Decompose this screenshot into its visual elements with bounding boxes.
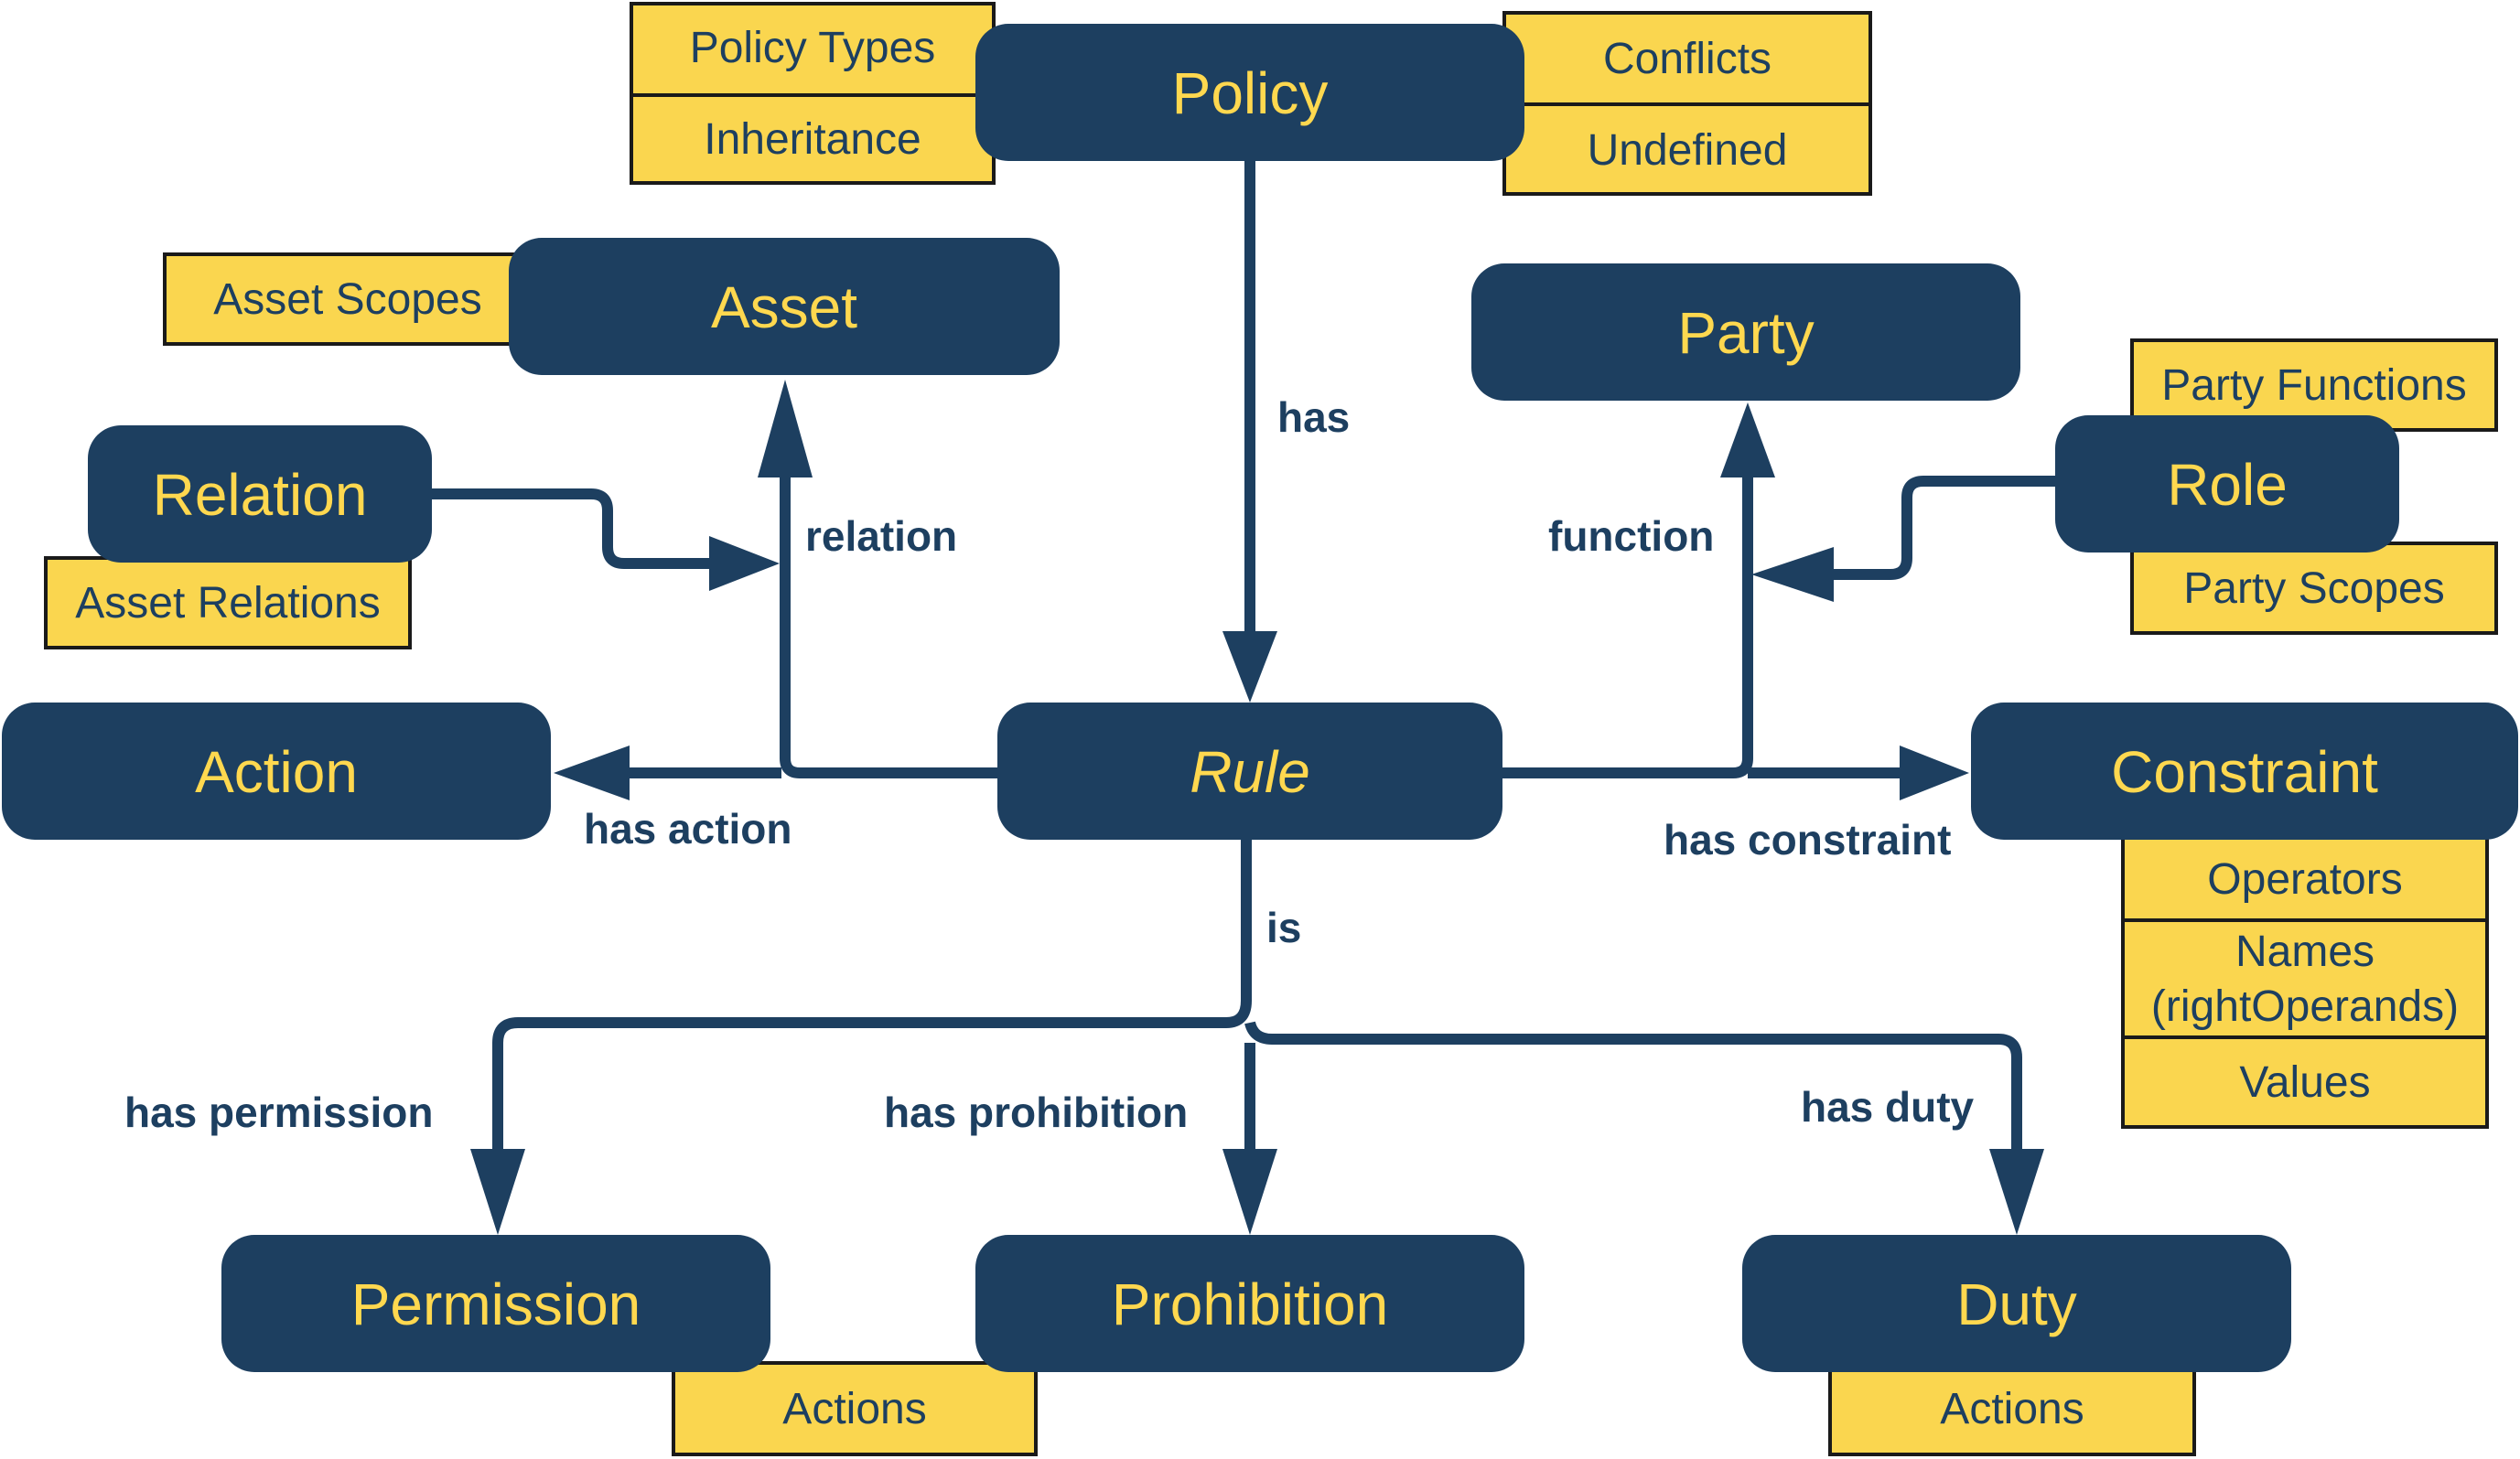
- edge-role-to-function-edge: [1830, 476, 2057, 580]
- node-action-label: Action: [195, 739, 358, 805]
- tag-values-box: [2121, 1035, 2489, 1129]
- node-permission-label: Permission: [351, 1271, 641, 1337]
- edge-label-is: is: [1266, 904, 1301, 951]
- edge-label-has-permission: has permission: [124, 1089, 433, 1136]
- tag-asset-relations: Asset Relations: [75, 579, 381, 628]
- edge-label-has: has: [1277, 393, 1350, 441]
- edge-label-has-constraint: has constraint: [1664, 816, 1951, 864]
- edge-label-function: function: [1548, 512, 1714, 560]
- tag-conflicts: Conflicts: [1603, 35, 1772, 83]
- tag-duty-actions-box: [1828, 1361, 2196, 1456]
- node-prohibition[interactable]: Prohibition: [975, 1235, 1524, 1372]
- node-duty-label: Duty: [1956, 1271, 2077, 1337]
- arrow-head-prohibition: [1222, 1149, 1277, 1235]
- node-asset[interactable]: Asset: [509, 238, 1060, 375]
- edge-label-relation: relation: [805, 512, 957, 560]
- node-duty[interactable]: Duty: [1742, 1235, 2291, 1372]
- tag-party-functions-box: [2130, 338, 2498, 432]
- node-permission[interactable]: Permission: [221, 1235, 770, 1372]
- tag-asset-scopes: Asset Scopes: [213, 275, 481, 324]
- tag-values: Values: [2239, 1058, 2370, 1107]
- tag-operators: Operators: [2207, 855, 2402, 904]
- edge-branch-permission: [492, 1017, 1226, 1153]
- edge-label-has-duty: has duty: [1801, 1083, 1975, 1131]
- node-policy[interactable]: Policy: [975, 24, 1524, 161]
- node-prohibition-label: Prohibition: [1112, 1271, 1388, 1337]
- node-rule[interactable]: Rule: [997, 703, 1502, 840]
- edge-rule-function-party: [1501, 471, 1753, 778]
- tag-names-line1: Names: [2235, 928, 2375, 976]
- edges: [430, 161, 2057, 1235]
- arrow-head-action: [554, 746, 630, 800]
- arrow-head-relation-edge: [709, 536, 780, 591]
- tag-policy-types: Policy Types: [690, 24, 936, 72]
- node-relation-label: Relation: [153, 462, 368, 528]
- tag-permission-actions-box: [672, 1361, 1038, 1456]
- tag-undefined-box: [1502, 102, 1872, 196]
- node-party-label: Party: [1677, 300, 1814, 366]
- tag-asset-relations-box: [44, 556, 412, 649]
- tag-inheritance: Inheritance: [704, 115, 921, 164]
- arrow-head-permission: [470, 1149, 525, 1235]
- tag-inheritance-box: [630, 93, 996, 185]
- edge-rule-relation-asset: [780, 471, 999, 778]
- node-rule-label: Rule: [1190, 739, 1310, 805]
- tag-asset-scopes-box: [163, 252, 533, 346]
- edge-relation-to-relation-edge: [430, 488, 714, 569]
- node-relation[interactable]: Relation: [88, 425, 432, 563]
- arrow-head-duty: [1989, 1149, 2044, 1235]
- node-constraint-label: Constraint: [2111, 739, 2378, 805]
- edge-branch-duty: [1244, 1021, 2022, 1153]
- edge-labels: has relation function has action has con…: [124, 393, 1975, 1136]
- tag-party-scopes: Party Scopes: [2183, 564, 2444, 613]
- node-policy-label: Policy: [1172, 60, 1329, 126]
- arrow-head-rule-from-policy: [1222, 631, 1277, 703]
- tag-names-line2: (rightOperands): [2151, 982, 2459, 1031]
- arrow-head-function-edge: [1751, 547, 1834, 602]
- arrow-head-party: [1720, 402, 1775, 477]
- arrow-head-asset: [758, 380, 813, 477]
- tag-party-functions: Party Functions: [2161, 361, 2466, 410]
- tag-duty-actions: Actions: [1940, 1385, 2084, 1433]
- node-role[interactable]: Role: [2055, 415, 2399, 552]
- tag-party-scopes-box: [2130, 542, 2498, 635]
- edge-label-has-prohibition: has prohibition: [884, 1089, 1188, 1136]
- tag-permission-actions: Actions: [782, 1385, 926, 1433]
- node-role-label: Role: [2167, 452, 2288, 518]
- node-party[interactable]: Party: [1471, 263, 2020, 401]
- tag-names-box: [2121, 918, 2489, 1039]
- edge-label-has-action: has action: [584, 805, 792, 853]
- node-action[interactable]: Action: [2, 703, 551, 840]
- arrow-head-constraint: [1900, 746, 1969, 800]
- edge-rule-is-trunk: [1225, 840, 1252, 1028]
- nodes: Policy Asset Party Relation Role Action …: [2, 24, 2518, 1372]
- tags: Policy Types Inheritance Conflicts Undef…: [44, 2, 2498, 1456]
- node-asset-label: Asset: [711, 274, 857, 340]
- node-constraint[interactable]: Constraint: [1971, 703, 2518, 840]
- tag-undefined: Undefined: [1588, 126, 1788, 175]
